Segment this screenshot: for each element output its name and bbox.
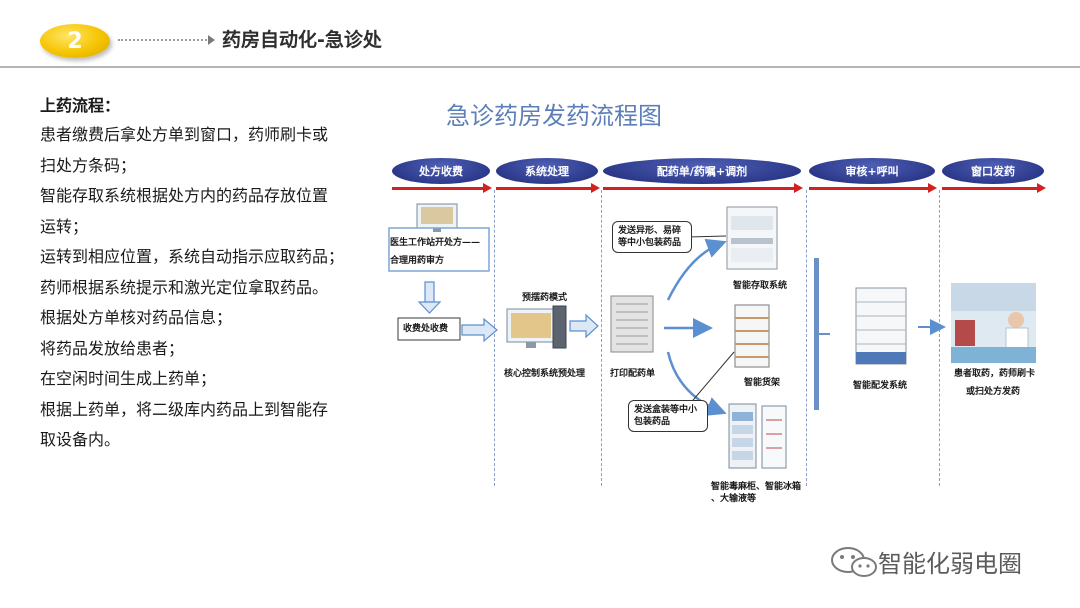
preset-mode-label: 预摆药模式 <box>522 293 568 303</box>
stage-arrow <box>942 183 1046 193</box>
callout-pointer <box>687 235 727 238</box>
header-arrow-icon <box>208 35 215 45</box>
smart-storage-label: 智能存取系统 <box>733 281 788 291</box>
callout-pointer <box>687 351 735 407</box>
process-line: 运转到相应位置，系统自动指示应取药品； <box>40 247 345 266</box>
smart-cabinet-icon <box>728 403 787 469</box>
smart-storage-machine-icon <box>726 206 778 270</box>
pharmacy-window-photo <box>951 283 1036 363</box>
patient-pickup-label: 患者取药，药师刷卡 <box>954 369 1036 379</box>
section-number: 2 <box>67 28 83 54</box>
collector-bar <box>814 258 819 410</box>
down-arrow-icon <box>417 281 442 314</box>
fee-window-label: 收费处收费 <box>403 324 449 334</box>
smart-cabinet-label-2: 、大输液等 <box>711 494 757 504</box>
process-description: 上药流程： 患者缴费后拿处方单到窗口，药师刷卡或 扫处方条码； 智能存取系统根据… <box>40 92 385 456</box>
process-heading: 上药流程： <box>40 96 121 115</box>
flowchart-title: 急诊药房发药流程图 <box>446 102 662 130</box>
smart-dispense-label: 智能配发系统 <box>853 381 908 391</box>
stage-window-dispense: 窗口发药 <box>942 158 1044 184</box>
callout-irregular-items: 发送异形、易碎等中小包装药品 <box>612 221 692 253</box>
header-dotted-connector <box>118 39 210 41</box>
column-separator <box>939 190 940 486</box>
print-order-label: 打印配药单 <box>610 369 656 379</box>
callout-boxed-items: 发送盒装等中小包装药品 <box>628 400 708 432</box>
process-line: 运转； <box>40 216 89 236</box>
right-block-arrow-icon <box>461 317 498 343</box>
control-computer-icon <box>506 305 567 349</box>
rational-drug-review-label: 合理用药审方 <box>390 256 445 266</box>
process-line: 药师根据系统提示和激光定位拿取药品。 <box>40 277 329 297</box>
page-title: 药房自动化-急诊处 <box>222 29 382 51</box>
header-divider <box>0 66 1080 68</box>
process-line: 扫处方条码； <box>40 155 137 175</box>
doctor-workstation-label: 医生工作站开处方—— <box>390 238 481 248</box>
column-separator <box>601 190 602 486</box>
smart-dispense-rack-icon <box>855 287 907 365</box>
stage-arrow <box>392 183 492 193</box>
column-separator <box>494 190 495 486</box>
stage-dispensing: 配药单/药嘱+调剂 <box>603 158 801 184</box>
process-line: 在空闲时间生成上药单； <box>40 369 217 388</box>
stage-arrow <box>496 183 600 193</box>
stage-prescription-fee: 处方收费 <box>392 158 490 184</box>
smart-shelf-icon <box>734 304 770 368</box>
process-line: 将药品发放给患者； <box>40 338 185 358</box>
monitor-icon <box>416 203 458 232</box>
right-block-arrow-icon <box>569 313 599 339</box>
process-line: 智能存取系统根据处方内的药品存放位置 <box>40 186 329 205</box>
wechat-icon <box>831 547 877 577</box>
section-number-badge: 2 <box>40 24 110 58</box>
watermark-text: 智能化弱电圈 <box>878 550 1022 578</box>
process-line: 根据上药单，将二级库内药品上到智能存 <box>40 399 329 419</box>
smart-shelf-label: 智能货架 <box>744 378 781 388</box>
stage-arrow <box>809 183 937 193</box>
process-line: 患者缴费后拿处方单到窗口，药师刷卡或 <box>40 125 329 144</box>
process-line: 根据处方单核对药品信息； <box>40 308 233 327</box>
core-control-label: 核心控制系统预处理 <box>504 369 586 379</box>
print-order-icon <box>610 295 654 353</box>
stage-system-processing: 系统处理 <box>496 158 598 184</box>
stage-arrow <box>603 183 803 193</box>
process-line: 取设备内。 <box>40 430 121 449</box>
column-separator <box>806 190 807 486</box>
stage-review-call: 审核+呼叫 <box>809 158 935 184</box>
patient-pickup-label-2: 或扫处方发药 <box>966 387 1021 397</box>
smart-cabinet-label: 智能毒麻柜、智能冰箱 <box>711 482 802 492</box>
